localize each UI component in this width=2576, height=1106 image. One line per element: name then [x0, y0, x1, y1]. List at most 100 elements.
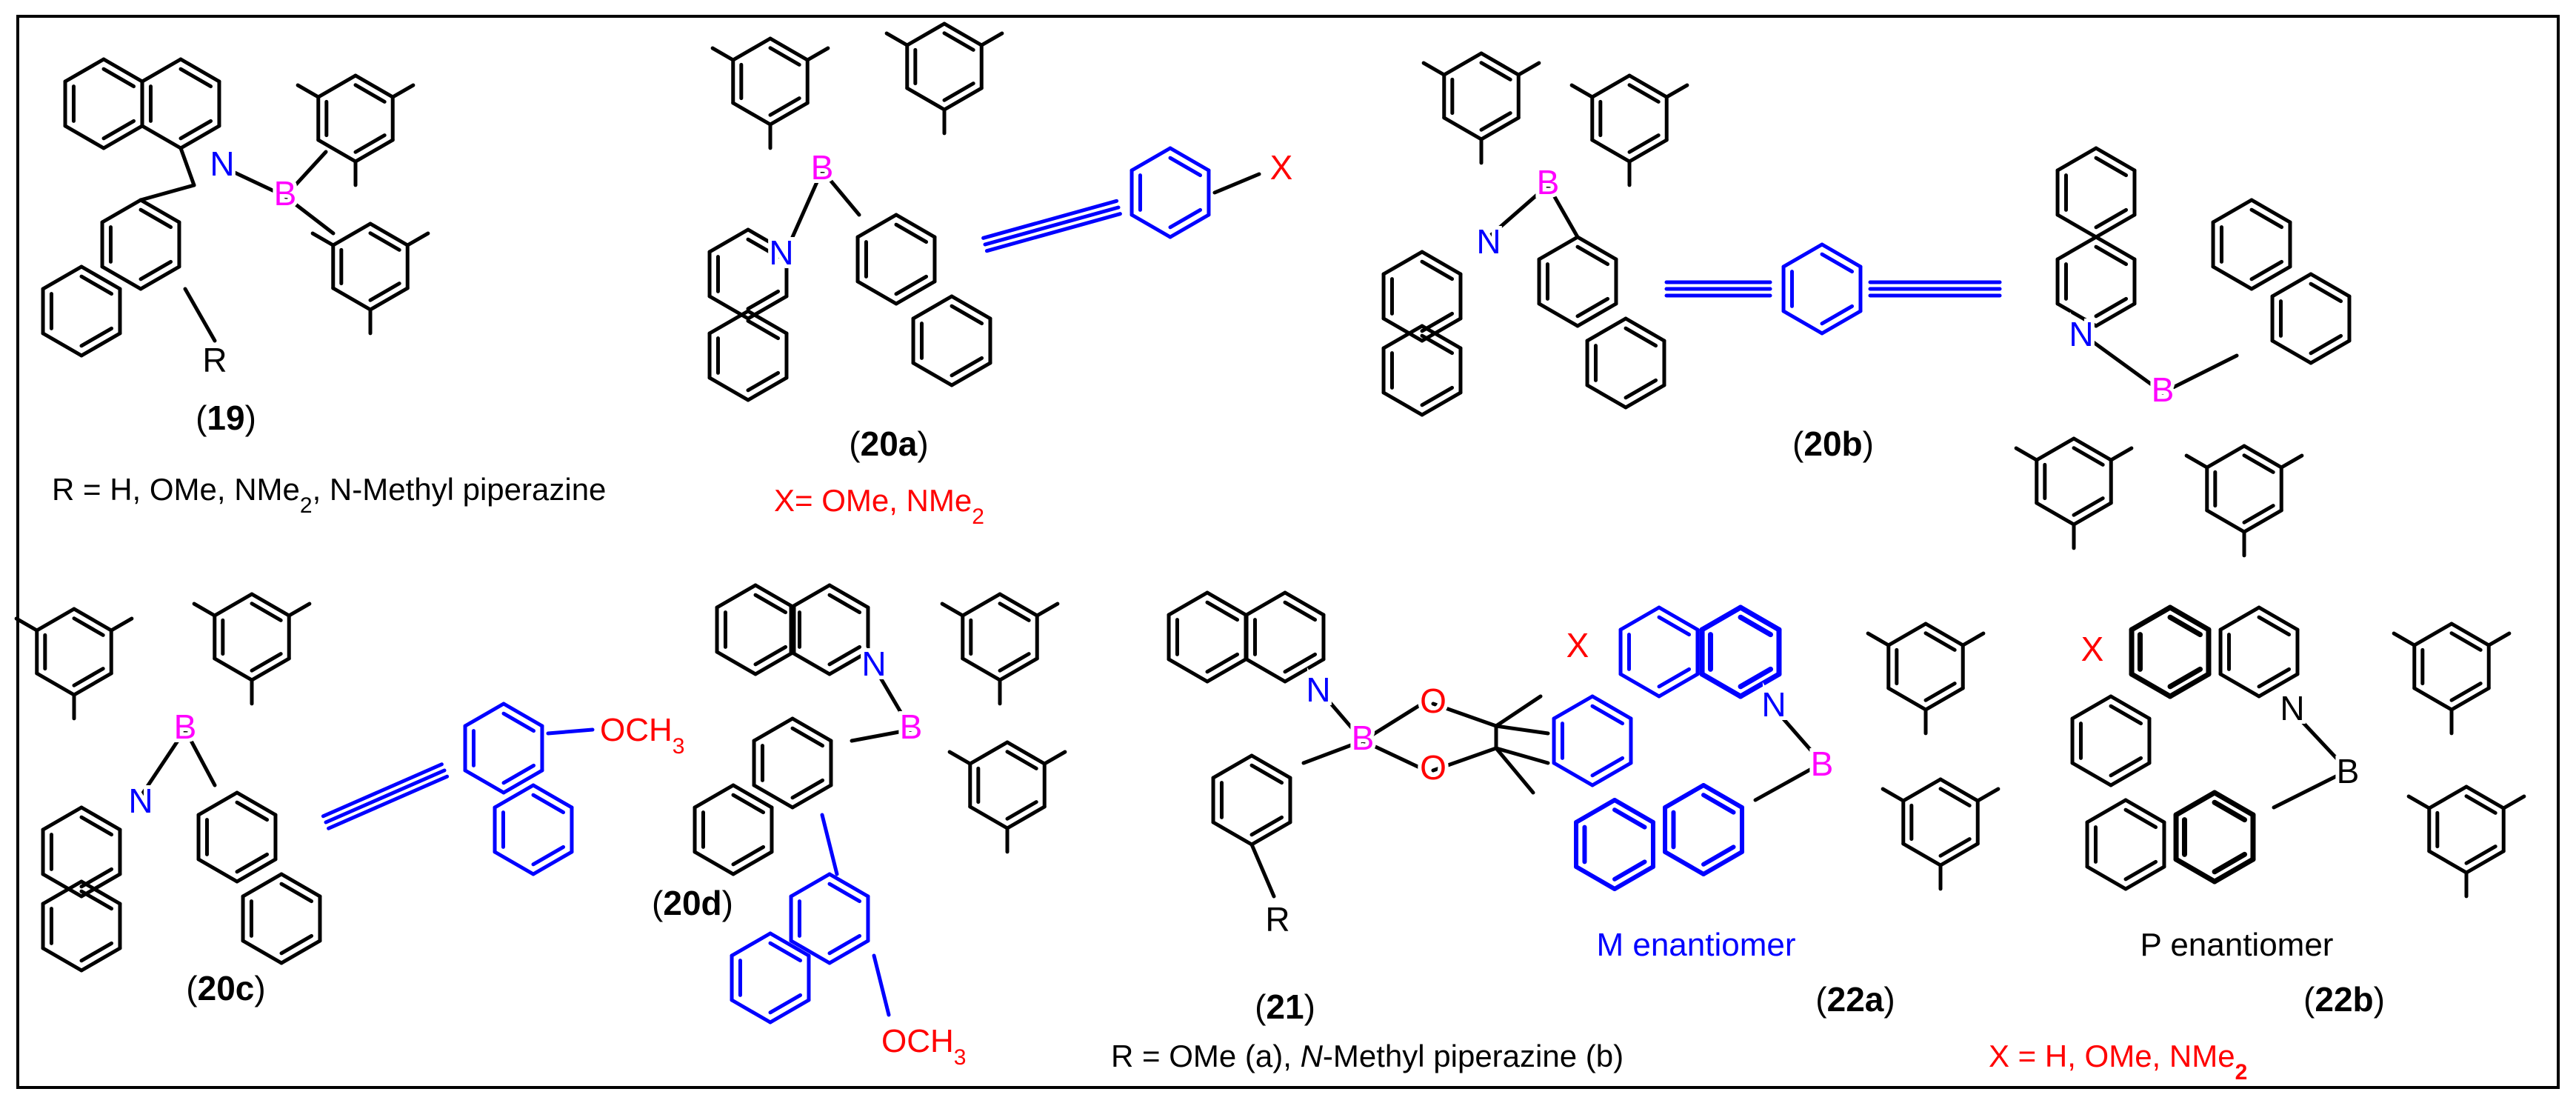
ring-22a-a	[1657, 672, 1700, 699]
ring-20b-c	[1575, 235, 1618, 261]
mesityl-20c-a	[35, 671, 76, 697]
ring-19-c	[100, 198, 143, 224]
ring-22a-e	[1699, 604, 1744, 633]
ring-21-c	[1249, 820, 1292, 847]
ring-22b-c	[2085, 865, 2128, 891]
ring-20a-d	[911, 294, 954, 321]
compound-20a-desc: X= OMe, NMe2	[774, 483, 984, 529]
mesityl-20a-a	[768, 101, 810, 127]
bond-22a	[1768, 702, 1824, 765]
atom-21-R: R	[1265, 900, 1289, 939]
ring-20d-b	[827, 650, 870, 676]
ring-19-d	[79, 264, 122, 291]
ring-21-b	[1283, 652, 1318, 674]
ring-20b-phenyl	[1820, 304, 1855, 326]
ring-19-b	[178, 67, 213, 89]
atom-21-O1: O	[1420, 682, 1447, 720]
ring-20d-naph2	[768, 998, 811, 1025]
bond-20d	[872, 664, 913, 732]
ring-22a-d	[1701, 793, 1736, 815]
ring-20a-d	[911, 361, 954, 387]
atom-22a-B: B	[1811, 744, 1834, 783]
ring-20c-b	[41, 879, 84, 906]
ring-20c-naph1	[463, 702, 506, 728]
compound-22b-label: (22b)	[2303, 980, 2385, 1019]
mesityl-20d-b	[968, 740, 1010, 766]
mesityl-20d-a	[998, 592, 1039, 618]
bond-19	[220, 164, 287, 199]
ring-19-a	[63, 124, 106, 150]
ring-20d-d	[731, 793, 766, 815]
ring-20a-b	[746, 309, 789, 336]
ring-22b-e	[2257, 672, 2300, 699]
ring-20b-h	[2270, 272, 2313, 299]
ring-22a-d	[1663, 850, 1706, 876]
mesityl-20b-d	[2242, 444, 2283, 470]
atom-20b-B1: B	[1537, 163, 1560, 201]
mesityl-20b-c	[2035, 436, 2076, 462]
ring-22a-b	[1552, 694, 1595, 721]
ring-20c-d	[241, 872, 284, 899]
ring-20d-naph2	[730, 931, 773, 958]
ring-20b-d	[1585, 316, 1628, 343]
ring-20d-naph1	[827, 872, 870, 899]
ring-20b-b	[1420, 385, 1455, 407]
ring-20b-b	[1420, 390, 1463, 417]
ring-22b-e	[2257, 615, 2292, 637]
ring-20d-c	[752, 783, 795, 810]
ring-20c-naph1	[501, 711, 536, 733]
mesityl-22a-a-methyl	[1866, 631, 1891, 647]
compound-21-label: (21)	[1255, 987, 1315, 1026]
mesityl-20b-d	[2242, 504, 2275, 524]
mesityl-22a-a	[1923, 686, 1965, 712]
mesityl-22a-b	[1901, 842, 1943, 867]
mesityl-20b-a	[1442, 116, 1484, 141]
ring-22a-c	[1612, 865, 1655, 891]
ring-22b-a	[2167, 671, 2212, 699]
ring-22b-e	[2218, 672, 2261, 699]
mesityl-22a-b-methyl	[1881, 787, 1906, 803]
mesityl-20d-b-methyl	[1042, 750, 1067, 766]
ring-20b-f	[2094, 296, 2129, 319]
ring-21-a	[1205, 590, 1248, 617]
mesityl-20a-a	[731, 36, 773, 62]
mesityl-22b-a	[2449, 622, 2491, 647]
ring-20b-e	[2094, 156, 2129, 178]
ring-20a-phenyl	[1168, 213, 1211, 239]
ring-20c-c	[235, 800, 270, 822]
ring-20c-d	[279, 939, 322, 965]
compound-20c-number: 20c	[198, 969, 255, 1007]
ring-21-b	[1283, 600, 1318, 622]
mesityl-20b-b	[1590, 138, 1632, 164]
atom-21-B: B	[1352, 719, 1375, 757]
ring-20b-f	[2094, 235, 2137, 261]
mesityl-22a-a	[1886, 622, 1928, 647]
ring-20b-c	[1537, 302, 1580, 328]
ring-20a-a	[746, 237, 781, 259]
mesityl-19-b	[331, 286, 373, 312]
mesityl-20d-a	[998, 602, 1031, 622]
ring-22b-d	[2212, 856, 2256, 885]
ring-22b-e	[2257, 667, 2292, 689]
ring-20d-a	[753, 650, 796, 676]
ring-20b-f	[2094, 302, 2137, 328]
bond-21-ring	[1431, 746, 1498, 773]
ring-21-b	[1244, 657, 1287, 684]
mesityl-22a-a	[1923, 622, 1965, 647]
mesityl-19-a	[316, 73, 358, 99]
ring-20b-a	[1420, 316, 1463, 343]
ring-19-d	[79, 331, 122, 358]
mesityl-22b-a	[2449, 686, 2491, 712]
ring-20b-g	[2211, 198, 2254, 224]
bond-20b	[1546, 183, 1580, 239]
atom-20a-N: N	[769, 233, 793, 272]
atom-21-N: N	[1306, 670, 1330, 709]
mesityl-19-a	[353, 73, 395, 99]
ring-20d-b	[827, 644, 862, 667]
bond-20a	[820, 168, 861, 217]
ring-19-a	[101, 67, 136, 89]
compound-20b-label: (20b)	[1792, 424, 1874, 463]
mesityl-20b-d	[2242, 508, 2283, 534]
mesityl-20a-b	[905, 21, 947, 47]
